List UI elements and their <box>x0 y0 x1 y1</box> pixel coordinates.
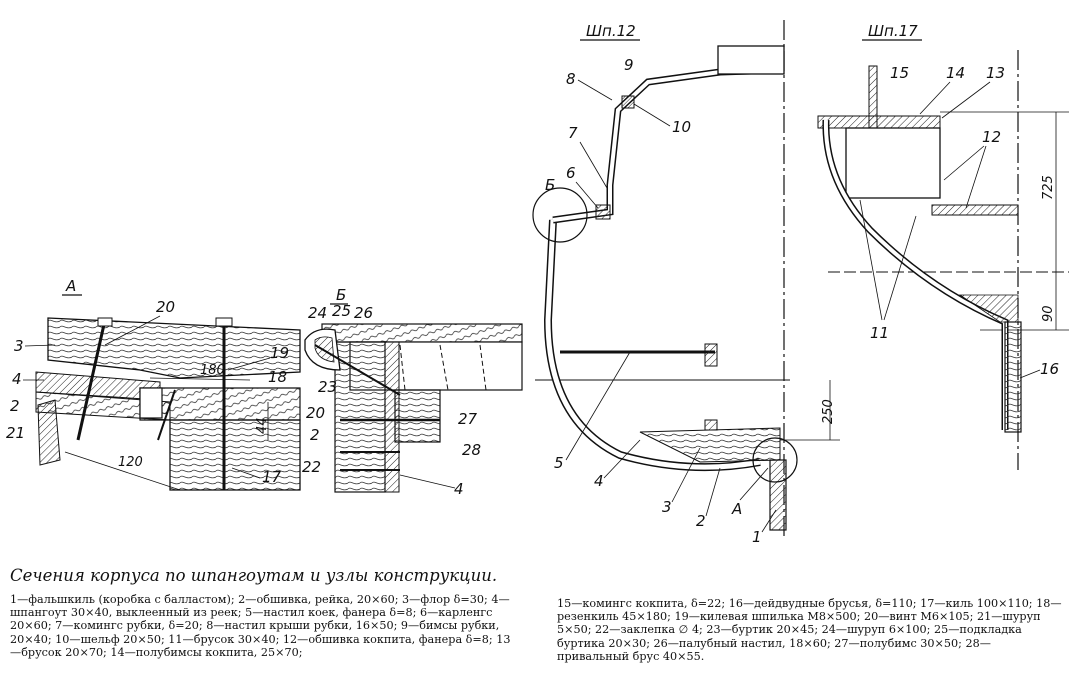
label-23: 23 <box>318 378 337 396</box>
legend-left: 1—фальшкиль (коробка с балластом); 2—обш… <box>10 593 511 659</box>
label-8: 8 <box>566 70 576 88</box>
detail-circle-a <box>752 437 798 483</box>
frame-17-section: Шп.17 725 90 15 14 13 12 11 <box>817 22 1069 470</box>
deadwood <box>1004 321 1022 433</box>
label-7: 7 <box>568 124 578 142</box>
label-2: 2 <box>10 397 20 415</box>
keel <box>169 419 301 491</box>
dim-90: 90 <box>1041 305 1056 322</box>
label-27: 27 <box>458 410 478 428</box>
caption-title: Сечения корпуса по шпангоутам и узлы кон… <box>10 566 498 585</box>
label-10: 10 <box>672 118 691 136</box>
label-21: 21 <box>6 424 25 442</box>
label-11: 11 <box>870 324 889 342</box>
label-4: 4 <box>12 370 22 388</box>
label-3c: 3 <box>662 498 672 516</box>
floor-timber <box>47 317 301 379</box>
label-4b: 4 <box>454 480 464 498</box>
dim-120: 120 <box>118 455 143 470</box>
label-12: 12 <box>982 128 1001 146</box>
legend-right: 15—комингс кокпита, δ=22; 16—дейдвудные … <box>557 597 1062 663</box>
heading-frame-12: Шп.12 <box>586 22 636 40</box>
label-2c: 2 <box>696 512 706 530</box>
label-3: 3 <box>14 337 24 355</box>
label-9: 9 <box>624 56 634 74</box>
label-4c: 4 <box>594 472 604 490</box>
dim-180: 180 <box>200 363 225 378</box>
detail-label-a: А <box>731 500 742 518</box>
label-20: 20 <box>156 298 175 316</box>
heading-section-b: Б <box>336 286 346 304</box>
label-28: 28 <box>462 441 481 459</box>
label-26: 26 <box>354 304 373 322</box>
label-2b: 2 <box>310 426 320 444</box>
dim-725: 725 <box>1041 175 1056 200</box>
label-16: 16 <box>1040 360 1059 378</box>
label-1: 1 <box>752 528 762 546</box>
label-6: 6 <box>566 164 576 182</box>
label-24: 24 <box>308 304 327 322</box>
frame-12-section: Шп.12 250 8 9 10 7 <box>532 20 840 546</box>
heading-frame-17: Шп.17 <box>868 22 918 40</box>
label-19: 19 <box>270 344 289 362</box>
detail-label-b: Б <box>545 176 555 194</box>
label-22: 22 <box>302 458 321 476</box>
detail-b: Б 24 25 26 23 20 2 22 27 28 4 <box>302 286 523 498</box>
label-13: 13 <box>986 64 1005 82</box>
label-20b: 20 <box>306 404 325 422</box>
cockpit-well <box>845 127 941 199</box>
label-25: 25 <box>332 302 351 320</box>
detail-circle-b <box>532 187 588 243</box>
label-14: 14 <box>946 64 965 82</box>
label-5: 5 <box>554 454 564 472</box>
label-15: 15 <box>890 64 909 82</box>
dim-250: 250 <box>821 399 836 424</box>
heading-section-a: А <box>65 277 76 295</box>
label-18: 18 <box>268 368 287 386</box>
dim-44: 44 <box>255 417 270 434</box>
detail-a: А 180 120 44 3 4 2 21 <box>6 277 301 491</box>
label-17: 17 <box>262 468 282 486</box>
